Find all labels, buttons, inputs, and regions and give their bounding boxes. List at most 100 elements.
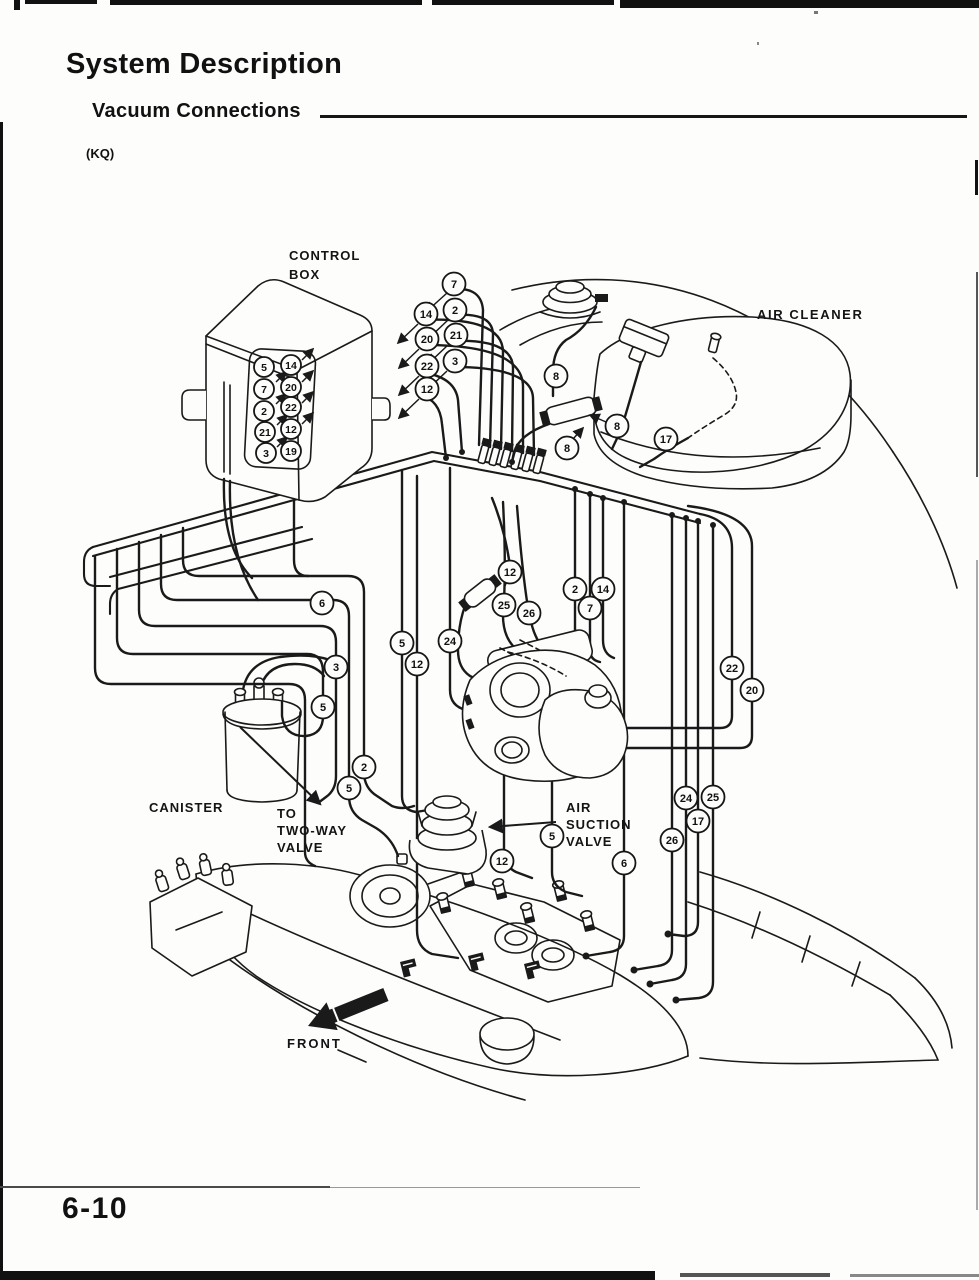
svg-text:7: 7 [451,279,457,291]
svg-text:26: 26 [666,835,678,847]
svg-text:3: 3 [452,356,458,368]
svg-text:25: 25 [498,600,510,612]
callout-21: 21 [443,322,469,348]
port-arrows [275,347,315,448]
callout-3: 3 [255,442,277,464]
svg-text:25: 25 [707,792,719,804]
air-cleaner [592,315,852,490]
engine-block [149,852,953,1101]
scan-artifact-left-edge [0,122,3,1280]
callout-7: 7 [253,378,275,400]
svg-text:6: 6 [621,858,627,870]
callout-20: 20 [280,376,302,398]
valve-cover-fittings [400,952,541,980]
callout-leaders [396,292,607,440]
callout-5: 5 [253,356,275,378]
svg-text:2: 2 [452,305,458,317]
manifold-studs [435,866,596,932]
callout-7: 7 [577,595,603,621]
air-cleaner-label: AIR CLEANER [757,307,863,322]
callout-17: 17 [685,808,711,834]
svg-text:5: 5 [549,831,555,843]
scan-artifact-bottom-bar [0,1271,655,1280]
scan-artifact-top-5 [620,0,979,8]
callout-7: 7 [441,271,467,297]
vacuum-hoses-right [573,487,754,1004]
svg-text:22: 22 [726,663,738,675]
vacuum-diaphragm [349,853,476,928]
scan-artifact-top-1 [14,0,20,10]
svg-text:5: 5 [320,702,326,714]
distributor [149,852,253,977]
svg-text:24: 24 [444,636,457,648]
svg-text:7: 7 [261,384,267,396]
callout-2: 2 [253,400,275,422]
callout-8: 8 [604,413,630,439]
svg-text:6: 6 [319,598,325,610]
scan-artifact-line-above-pagenum [0,1186,330,1188]
svg-text:17: 17 [692,816,704,828]
air-cleaner-nipple [707,332,722,354]
callout-20: 20 [414,326,440,352]
svg-text:24: 24 [680,793,693,805]
callout-8: 8 [554,435,580,461]
scan-artifact-bottom-bar-3 [850,1274,979,1277]
callout-20: 20 [739,677,765,703]
svg-text:26: 26 [523,608,535,620]
throttle-body [461,629,629,783]
svg-text:3: 3 [333,662,339,674]
scan-artifact-right-3 [976,560,978,1210]
callout-2: 2 [562,576,588,602]
callout-12: 12 [414,376,440,402]
inline-valve [458,574,502,612]
callout-2: 2 [351,754,377,780]
two-way-valve-label-line1: TO [277,806,297,821]
canister [222,677,302,803]
intake-manifold [429,883,621,1003]
vacuum-reservoir [539,280,608,398]
svg-text:22: 22 [285,402,297,414]
front-label: FRONT [287,1036,342,1051]
control-box [181,278,391,602]
engine-code-label: (KQ) [86,146,115,161]
svg-text:21: 21 [259,427,271,439]
callout-22: 22 [719,655,745,681]
two-way-valve-label-line3: VALVE [277,840,323,855]
scan-artifact-right-1 [975,160,978,195]
svg-text:12: 12 [504,567,516,579]
scan-artifact-line-above-pagenum-2 [330,1187,640,1188]
page-title: System Description [66,48,343,80]
svg-text:2: 2 [572,584,578,596]
page-number: 6-10 [62,1192,129,1225]
callout-8: 8 [543,363,569,389]
callout-25: 25 [491,592,517,618]
scan-artifact-top-3 [110,0,422,5]
svg-text:20: 20 [421,334,433,346]
air-suction-valve [408,795,487,875]
scan-artifact-right-2 [976,272,978,477]
callout-12: 12 [497,559,523,585]
svg-text:20: 20 [746,685,758,697]
svg-text:5: 5 [399,638,405,650]
check-valve [510,396,603,464]
svg-text:14: 14 [285,360,297,372]
svg-text:8: 8 [553,371,559,383]
svg-text:2: 2 [361,762,367,774]
air-suction-valve-label-line1: AIR [566,800,591,815]
svg-text:7: 7 [587,603,593,615]
callout-22: 22 [280,396,302,418]
canister-label: CANISTER [149,800,223,815]
svg-text:14: 14 [597,584,610,596]
scan-speck-2 [757,42,759,45]
scan-artifact-top-2 [25,0,97,4]
two-way-valve-arrow [239,726,322,806]
svg-text:21: 21 [450,330,462,342]
scan-speck-1 [814,11,818,14]
vacuum-hoses-left [93,526,416,868]
section-title: Vacuum Connections [92,100,301,122]
svg-text:17: 17 [660,434,672,446]
svg-text:12: 12 [411,659,423,671]
callout-5: 5 [389,630,415,656]
